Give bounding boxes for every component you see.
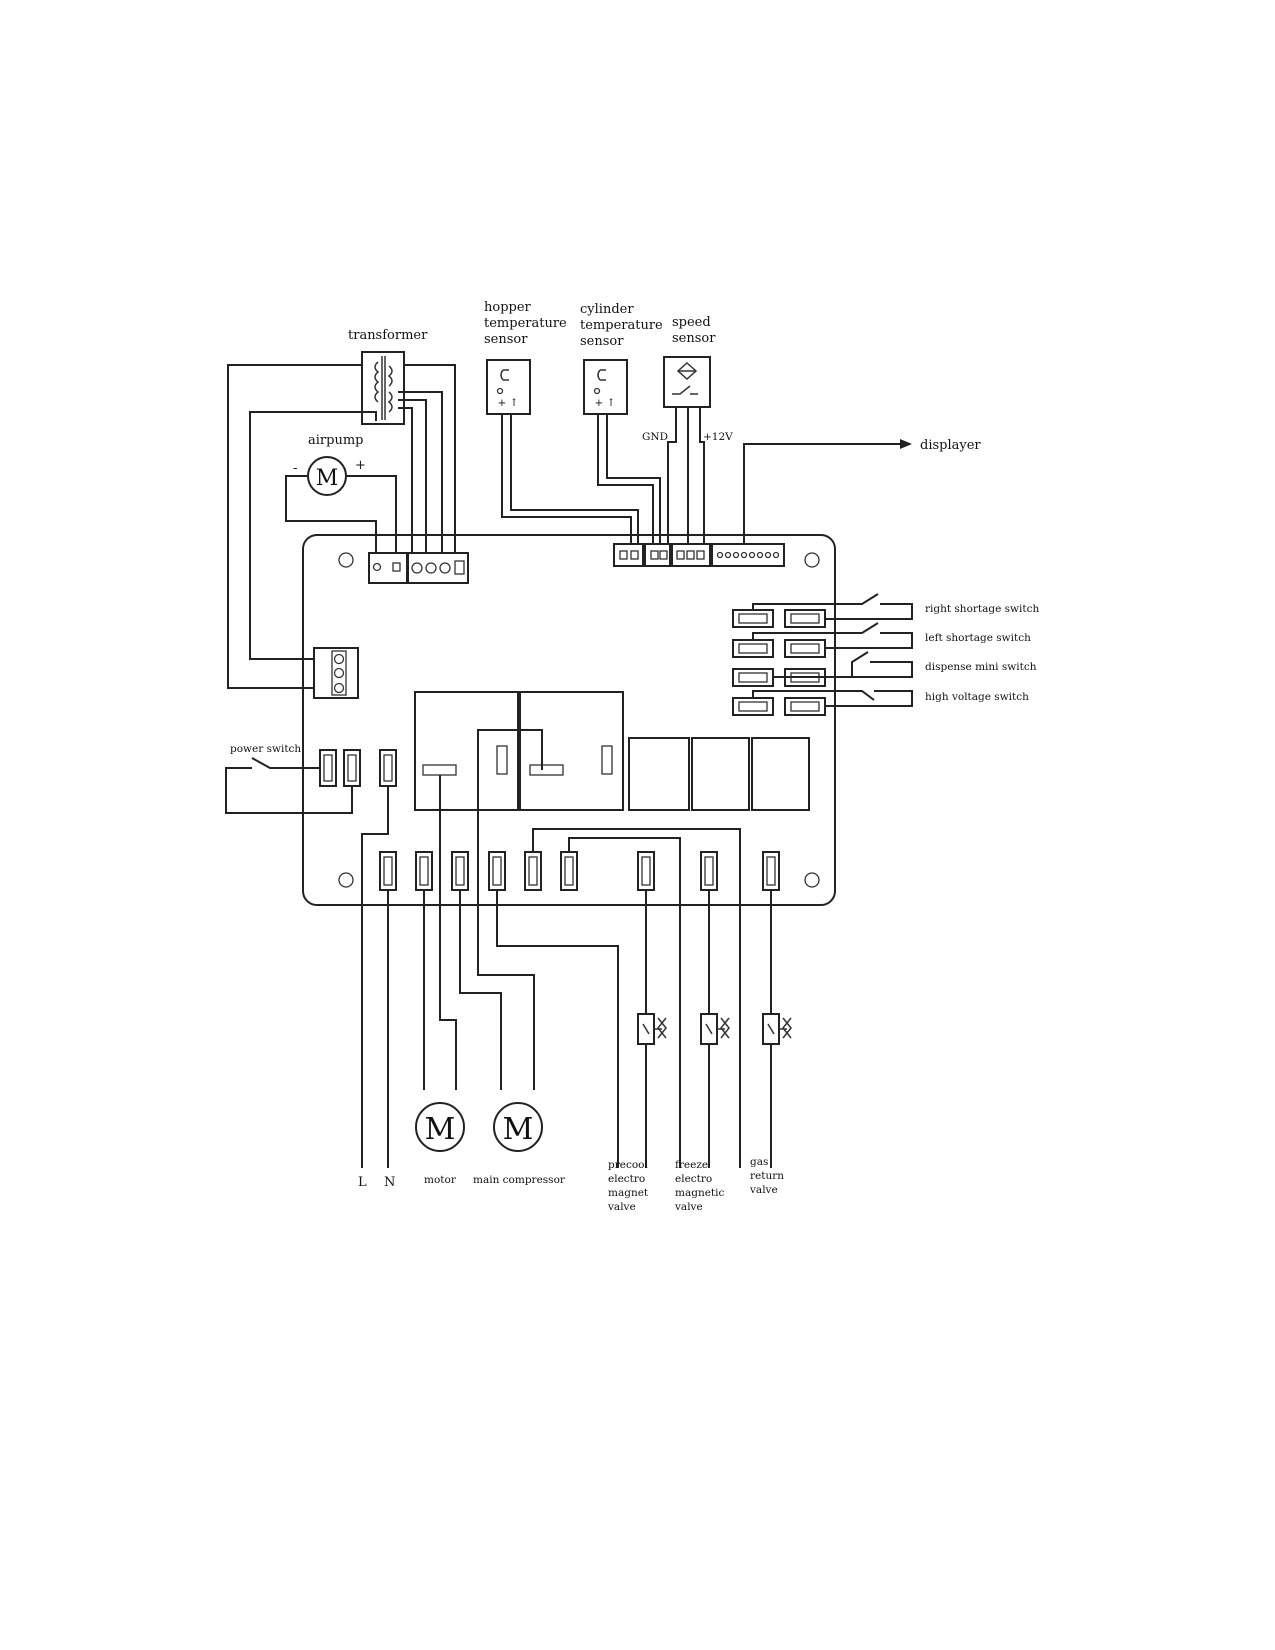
transformer-label: transformer [348,328,428,343]
airpump-plus: + [355,458,366,473]
dispense-mini-switch-label: dispense mini switch [925,661,1037,673]
speed-sensor-label: speed sensor [672,315,716,346]
main-compressor-symbol [493,1102,543,1152]
switch-terminals [732,609,826,716]
right-shortage-switch-label: right shortage switch [925,603,1039,615]
relay-3 [628,737,690,811]
mount-hole-top-right [804,552,820,568]
mount-hole-bottom-left [338,872,354,888]
displayer-arrow-icon [900,439,912,449]
plus12v-label: +12V [703,431,733,443]
airpump-minus: - [293,461,297,476]
cylinder-sensor-label: cylinder temperature sensor [580,302,667,349]
svg-text:+ ↑: + ↑ [595,397,616,409]
mount-hole-top-left [338,552,354,568]
motor-m: M [425,1112,456,1147]
gnd-label: GND [642,431,668,443]
precool-valve-label: precool electro magnet valve [607,1159,651,1213]
power-terminals [319,749,397,787]
transformer [361,351,405,425]
main-compressor-label: main compressor [473,1174,566,1186]
relay-4 [691,737,750,811]
displayer-label: displayer [920,438,981,453]
motor-label: motor [424,1174,457,1186]
speed-sensor [663,356,711,408]
displayer-connector [711,543,785,567]
line-l-label: L [358,1175,367,1190]
hopper-sensor-connector [613,543,644,567]
cylinder-temperature-sensor: + ↑ [583,359,628,415]
airpump-motor-symbol: M [316,466,339,491]
hopper-sensor-label: hopper temperature sensor [484,300,571,347]
precool-valve-symbol [637,1013,667,1045]
power-switch-label: power switch [230,743,301,755]
hopper-temperature-sensor: + ↑ [486,359,531,415]
mount-hole-bottom-right [804,872,820,888]
airpump-label: airpump [308,433,363,448]
gas-return-valve-label: gas return valve [749,1156,787,1196]
svg-text:+ ↑: + ↑ [498,397,519,409]
freeze-valve-label: freeze electro magnetic valve [674,1159,728,1213]
high-voltage-switch-label: high voltage switch [925,691,1029,703]
relay-5 [751,737,810,811]
freeze-valve-symbol [700,1013,730,1045]
left-shortage-switch-label: left shortage switch [925,632,1031,644]
compressor-m: M [503,1112,534,1147]
motor-symbol [415,1102,465,1152]
line-n-label: N [384,1175,395,1190]
gas-return-valve-symbol [762,1013,792,1045]
